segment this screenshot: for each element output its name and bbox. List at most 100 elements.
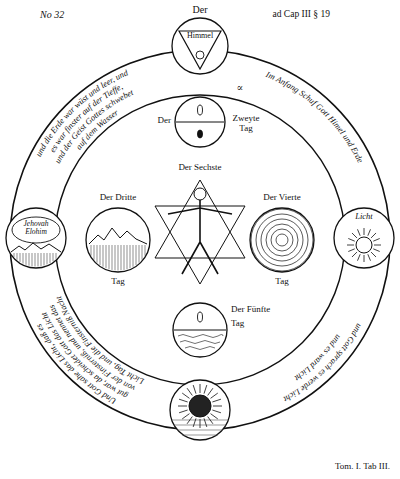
circle-outline [334, 208, 394, 268]
sun-ray [347, 245, 354, 246]
hatch-line [20, 253, 21, 262]
sun-ray [208, 388, 213, 395]
sun-rays [178, 384, 222, 428]
hatch-line [56, 253, 57, 259]
sun-ray [212, 399, 221, 402]
sun-ray [371, 233, 376, 238]
day-label: Licht [355, 212, 372, 221]
hatch-line [109, 245, 110, 269]
hatch-line [35, 253, 36, 266]
scripture-text: und die Erde war wüst und leer, und [33, 67, 130, 158]
day-label: Jehovah Elohim [17, 220, 55, 237]
scripture-text-path: und der Geist Gottes schwebet [52, 87, 135, 165]
day-label: Der Fünfte [231, 305, 270, 315]
mountain-line [89, 228, 147, 244]
day-sublabel: Tag [275, 277, 288, 287]
hatch-line [124, 245, 125, 270]
circle-illustration [250, 208, 314, 272]
hatch-line [32, 253, 33, 266]
hatch-line [38, 253, 39, 266]
sun-ray [364, 228, 365, 235]
scripture-text-path: Im Anfang Schuf Gott Himel und Erde [264, 69, 366, 165]
sun-ray [179, 399, 188, 402]
sun-ray [200, 384, 201, 393]
day-circle: DerZweyte Tag [175, 97, 225, 147]
circle-illustration [175, 97, 225, 147]
sun-ray [187, 417, 192, 424]
hatch-line [17, 253, 18, 260]
day-sublabel: Himmel [187, 32, 213, 41]
day-circle: Der VierteTag [250, 208, 314, 272]
small-circle [196, 51, 204, 59]
hatch-line [112, 245, 113, 270]
sun-ray [178, 406, 187, 407]
circle-illustration [86, 208, 150, 272]
day-label: Der Vierte [263, 193, 301, 203]
hatch-line [133, 245, 134, 267]
circle-outline [175, 97, 225, 147]
circle-outline [173, 303, 227, 357]
circle-illustration [173, 303, 227, 357]
sun-ray [211, 414, 218, 419]
sun-circle [170, 380, 230, 440]
plate-note: Tom. I. Tab III. [335, 462, 390, 472]
sun-ray [352, 233, 357, 238]
scripture-text: und der Geist Gottes schwebet [52, 87, 135, 165]
sun-ray [204, 418, 207, 427]
day-circle: Licht [334, 208, 394, 268]
hatch-line [47, 253, 48, 264]
day-circle: Der FünfteTag [173, 303, 227, 357]
divider-line [174, 330, 226, 331]
day-circle: Jehovah Elohim [6, 208, 66, 268]
scripture-text: und es ward Licht [292, 333, 343, 384]
hatch-line [91, 245, 92, 256]
concentric-circle [271, 229, 293, 251]
hatch-line [182, 435, 218, 436]
hatch-line [100, 245, 101, 265]
sun-ray [182, 393, 189, 398]
scripture-text-path: und es ward Licht [292, 333, 343, 384]
circle-illustration [6, 208, 66, 268]
day-circle: Der DritteTag [86, 208, 150, 272]
circle-illustration [150, 160, 250, 290]
sun-ray [211, 393, 218, 398]
concentric-circle [251, 209, 313, 271]
hatch-line [145, 245, 146, 256]
scripture-text: und Gott sprach es werde Licht [282, 322, 365, 405]
sun-ray [182, 414, 189, 419]
hatch-line [136, 245, 137, 265]
sun-ray [352, 252, 357, 257]
sun-ray [212, 410, 221, 413]
scripture-text: Im Anfang Schuf Gott Himel und Erde [264, 69, 366, 165]
scripture-text-path: und die Erde war wüst und leer, und [33, 67, 130, 158]
sun-ray [364, 255, 365, 262]
day-label: Der [193, 4, 208, 15]
day-label: Der Sechste [178, 163, 221, 173]
sun-ray [193, 418, 196, 427]
astro-symbol: ∝ [237, 82, 244, 93]
sun-ray [374, 245, 381, 246]
concentric-circle [276, 234, 288, 246]
plate-note: No 32 [40, 9, 64, 20]
hatch-line [53, 253, 54, 261]
scripture-text-path: Licht Tag, und die Finsterniß Nacht [53, 294, 146, 387]
sun-ray [368, 254, 371, 260]
small-oval [198, 130, 203, 138]
triangle-symbol [179, 31, 221, 69]
day-sublabel: Tag [231, 319, 244, 329]
sun-ray [371, 252, 376, 257]
hatch-line [14, 253, 15, 257]
hatch-line [106, 245, 107, 268]
day-sublabel: Tag [111, 277, 124, 287]
day-label: Der [158, 116, 172, 126]
sun-ray [193, 385, 196, 394]
hatch-line [29, 253, 30, 266]
sun-ray [357, 229, 360, 235]
scripture-text: Licht Tag, und die Finsterniß Nacht [53, 294, 146, 387]
sun-ray [204, 385, 207, 394]
figure-head [194, 188, 206, 200]
hatch-line [41, 253, 42, 266]
day-label: Der Dritte [100, 193, 137, 203]
circle-illustration [172, 18, 228, 74]
